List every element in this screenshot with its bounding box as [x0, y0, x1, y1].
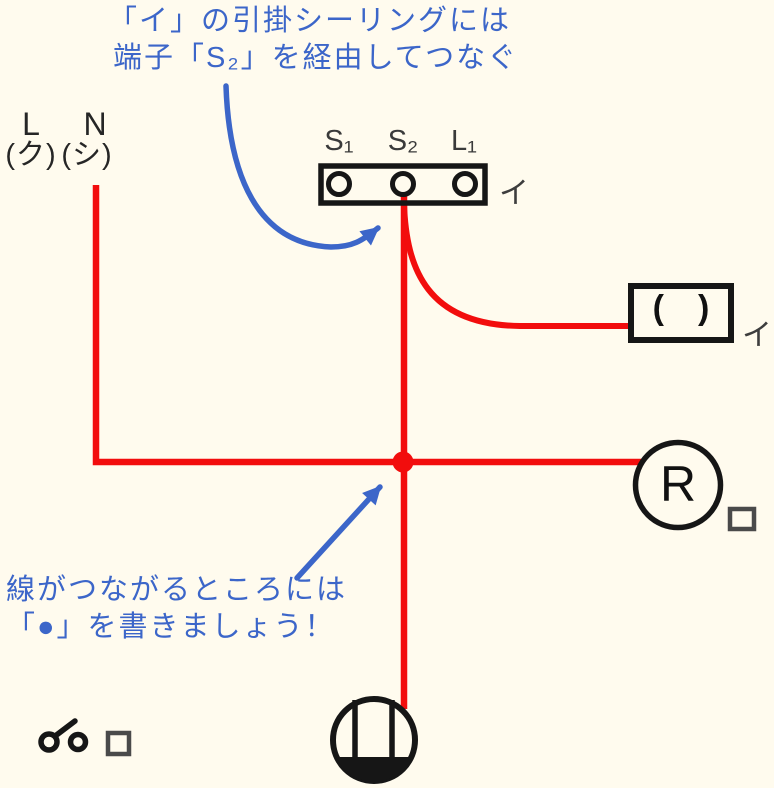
ceiling-note-line1: 「イ」の引掛シーリングには	[108, 5, 512, 37]
terminal-s2-hole	[390, 171, 416, 197]
switch-contact-left	[38, 731, 60, 753]
answer-box-circuit-label: イ	[742, 319, 772, 352]
receptacle-answer-square	[727, 506, 757, 532]
source-live-kana: (ク)	[5, 139, 57, 171]
switch-answer-square	[105, 730, 132, 757]
receptacle-circle	[632, 439, 724, 531]
source-live-label: L	[22, 106, 40, 142]
junction-note-line2: 「●」を書きましょう！	[6, 611, 336, 643]
terminal-s1-label: S₁	[324, 125, 354, 157]
terminal-l1-label: L₁	[451, 125, 477, 157]
terminal-s1-hole	[326, 171, 352, 197]
junction-note-line1: 線がつながるところには	[6, 574, 348, 606]
arrow-to-junction	[294, 484, 383, 581]
answer-box-text: ( )	[652, 289, 710, 327]
ceiling-light-filled-base	[336, 757, 412, 782]
terminal-block-outline	[318, 163, 488, 206]
source-neutral-kana: (シ)	[61, 139, 113, 171]
wire-s2-to-answer-box	[401, 202, 630, 329]
wire-source-to-receptacle	[92, 185, 642, 466]
switch-lever	[53, 718, 78, 738]
terminal-l1-hole	[452, 171, 478, 197]
terminal-block-circuit-label: イ	[499, 177, 529, 210]
source-neutral-label: N	[83, 106, 107, 142]
ceiling-note-line2: 端子「S₂」を経由してつなぐ	[113, 42, 519, 74]
receptacle-letter: R	[659, 456, 697, 512]
arrow-to-s2-terminal	[223, 83, 381, 250]
answer-box-outline	[628, 283, 734, 343]
terminal-s2-label: S₂	[387, 125, 419, 157]
switch-contact-right	[67, 731, 89, 753]
junction-dot	[392, 451, 414, 473]
